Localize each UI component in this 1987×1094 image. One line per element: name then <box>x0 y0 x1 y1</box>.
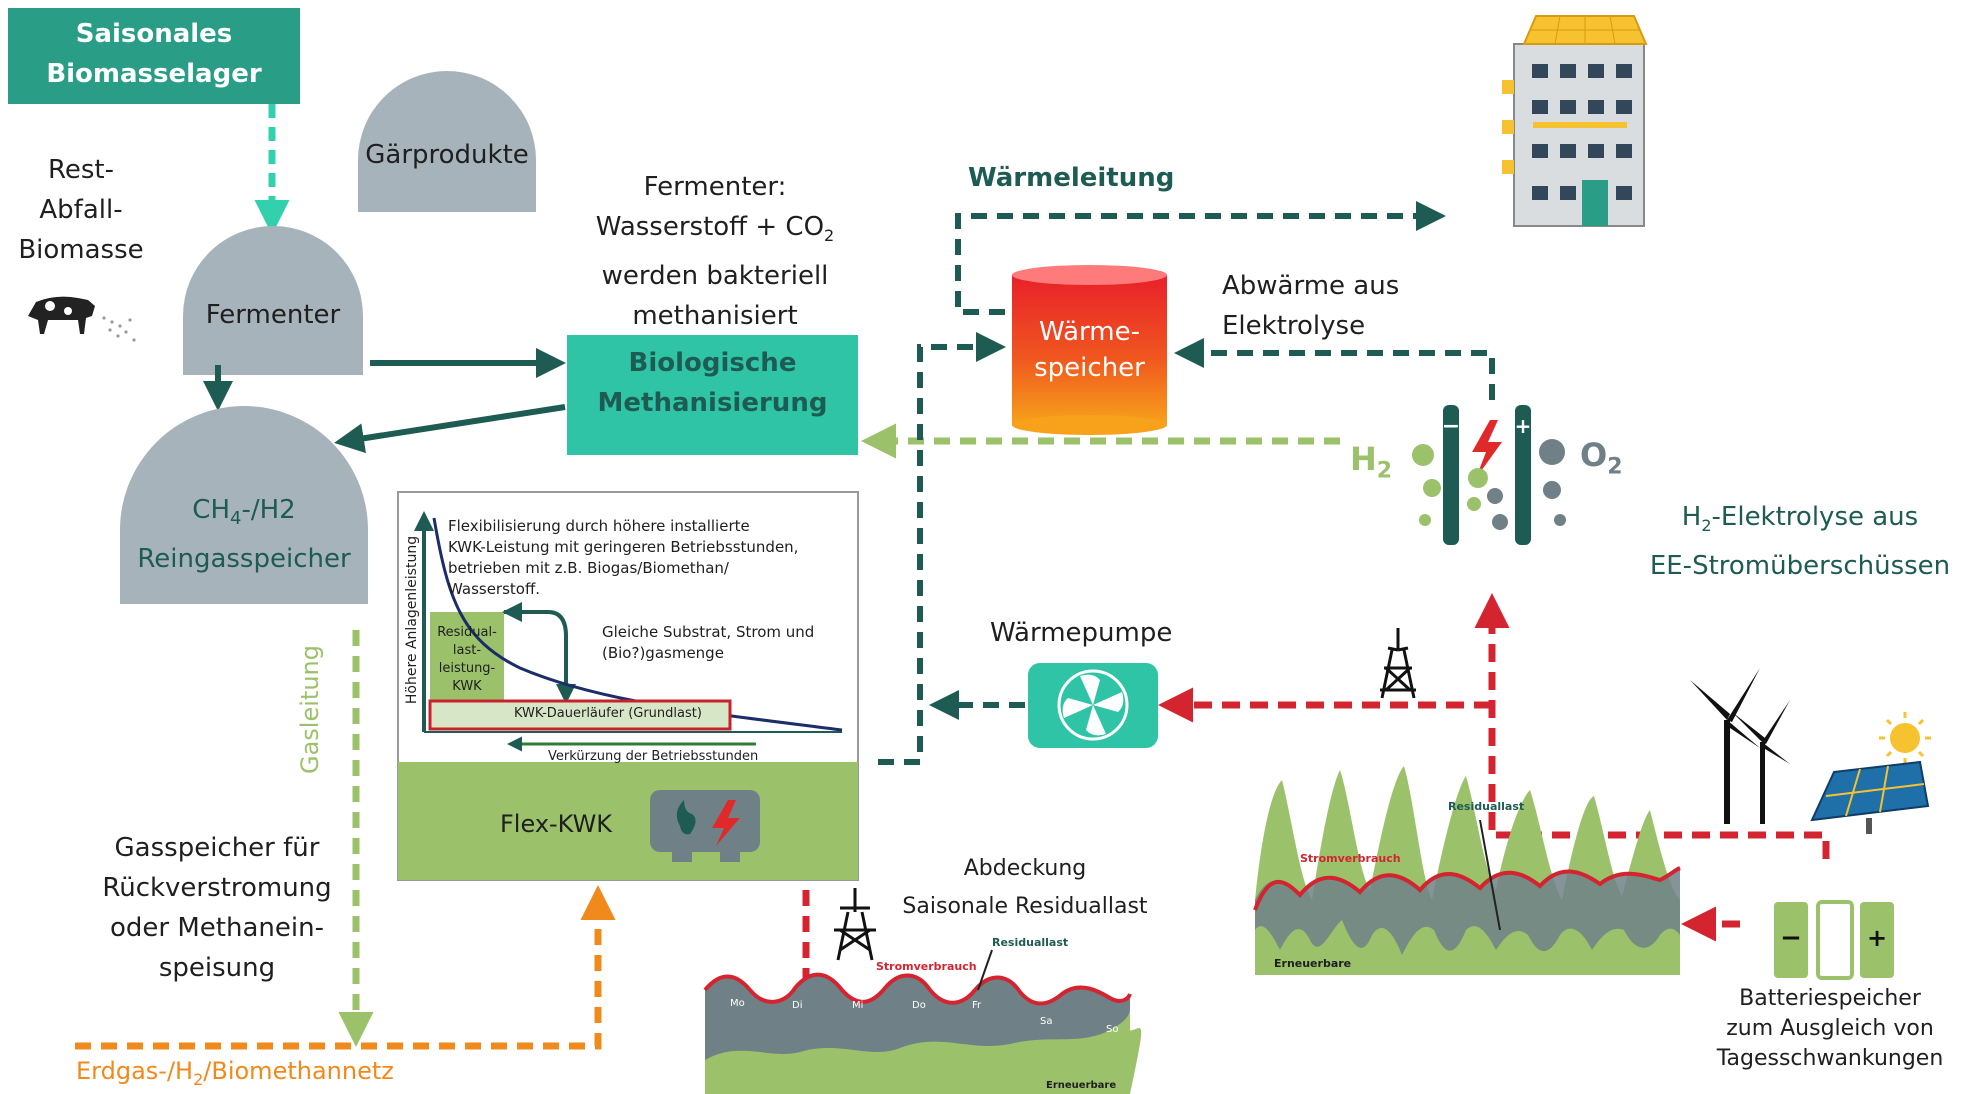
flex-kwk-engine-icon <box>650 790 760 862</box>
solar-panel-icon <box>1810 760 1930 834</box>
heat-storage-tank <box>1012 265 1167 435</box>
daily-renewables-label: Erneuerbare <box>1274 957 1352 970</box>
gas-store-label: CH4-/H2 Reingasspeicher <box>137 495 351 575</box>
seasonal-consumption-label: Stromverbrauch <box>876 960 977 973</box>
seasonal-renewables-label: Erneuerbare <box>1046 1080 1117 1091</box>
daily-consumption-line <box>1253 866 1681 911</box>
heat-pipe-label: Wärmeleitung <box>968 163 1175 193</box>
day-label-sa: Sa <box>1040 1016 1053 1027</box>
kwk-x-axis-label: Verkürzung der Betriebsstunden <box>548 749 759 764</box>
svg-text:−: − <box>1442 414 1460 439</box>
gas-pipe-label: Gasleitung <box>296 645 324 774</box>
biomass-store-box <box>8 8 300 104</box>
methanation-box-label: Biologische Methanisierung <box>597 348 828 418</box>
battery-icon: − + <box>1774 900 1894 980</box>
seasonal-consumption-line <box>703 972 1132 1006</box>
svg-text:+: + <box>1515 414 1532 438</box>
heat-pump-icon <box>1028 663 1158 748</box>
fermenter-label: Fermenter <box>205 300 341 330</box>
flex-kwk-panel <box>398 762 858 880</box>
building-icon <box>1502 15 1648 227</box>
gas-store-dome <box>120 406 368 604</box>
waste-biomass-label: Rest- Abfall- Biomasse <box>18 155 144 265</box>
waste-heat-label: Abwärme aus Elektrolyse <box>1222 271 1400 341</box>
kwk-y-axis-label: Höhere Anlagenleistung <box>404 535 420 705</box>
day-label-fr: Fr <box>972 1000 982 1011</box>
same-output-label: Gleiche Substrat, Strom und (Bio?)gasmen… <box>602 623 815 662</box>
daily-residual-chart <box>1253 766 1681 975</box>
battery-link-line <box>1496 831 1830 860</box>
day-label-di: Di <box>792 1000 803 1011</box>
svg-text:+: + <box>1867 924 1887 952</box>
battery-caption: Batteriespeicher zum Ausgleich von Tages… <box>1716 986 1944 1071</box>
digestate-label: Gärprodukte <box>365 140 529 170</box>
power-pylon-icon-lower <box>834 888 876 961</box>
flex-kwk-label: Flex-KWK <box>500 810 613 838</box>
day-label-so: So <box>1106 1024 1119 1035</box>
electrolysis-caption: H2-Elektrolyse aus EE-Stromüberschüssen <box>1649 502 1951 582</box>
biomass-store-label-1: Saisonales <box>76 19 233 49</box>
baseload-label: KWK-Dauerläufer (Grundlast) <box>514 706 702 721</box>
o2-label: O2 <box>1580 436 1623 480</box>
h2-label: H2 <box>1350 440 1393 484</box>
kwk-chart-title: Flexibilisierung durch höhere installier… <box>448 517 799 598</box>
day-label-mo: Mo <box>730 998 745 1009</box>
flex-bracket <box>504 610 576 704</box>
day-label-do: Do <box>912 1000 926 1011</box>
cow-icon <box>28 296 136 342</box>
gas-grid-to-kwk-arrow <box>75 885 616 1050</box>
seasonal-residual-chart <box>703 949 1142 1094</box>
wind-turbine-icon <box>1690 668 1790 824</box>
heat-pump-label: Wärmepumpe <box>990 618 1173 648</box>
gas-storage-label: Gasspeicher für Rückverstromung oder Met… <box>102 833 332 983</box>
kwk-heat-to-storage-arrow <box>878 332 1006 765</box>
gas-grid-label: Erdgas-/H2/Biomethannetz <box>76 1057 394 1089</box>
methanation-to-gasstore-arrow <box>334 404 566 454</box>
residual-load-area <box>430 612 504 716</box>
heat-storage-label: Wärme- speicher <box>1034 317 1145 383</box>
fermenter-dome <box>183 226 363 375</box>
biomass-store-label-2: Biomasselager <box>46 59 262 89</box>
power-pylon-icon <box>1380 628 1416 699</box>
baseload-box <box>428 699 732 731</box>
seasonal-residual-label: Residuallast <box>992 936 1069 949</box>
seasonal-caption: Abdeckung Saisonale Residuallast <box>902 856 1148 919</box>
electrolyzer-icon: − + <box>1412 405 1566 545</box>
residual-load-label: Residual- last- leistung- KWK <box>437 625 497 694</box>
kwk-load-curve <box>432 517 843 732</box>
daily-residual-label: Residuallast <box>1448 800 1525 813</box>
waste-heat-arrow <box>1174 338 1495 400</box>
methanation-note: Fermenter: Wasserstoff + CO2 werden bakt… <box>595 172 835 332</box>
day-label-mi: Mi <box>852 1000 864 1011</box>
digestate-dome <box>358 71 536 212</box>
daily-consumption-label: Stromverbrauch <box>1300 852 1401 865</box>
sun-icon <box>1879 712 1931 764</box>
methanation-box <box>567 335 858 455</box>
svg-text:−: − <box>1780 923 1802 953</box>
